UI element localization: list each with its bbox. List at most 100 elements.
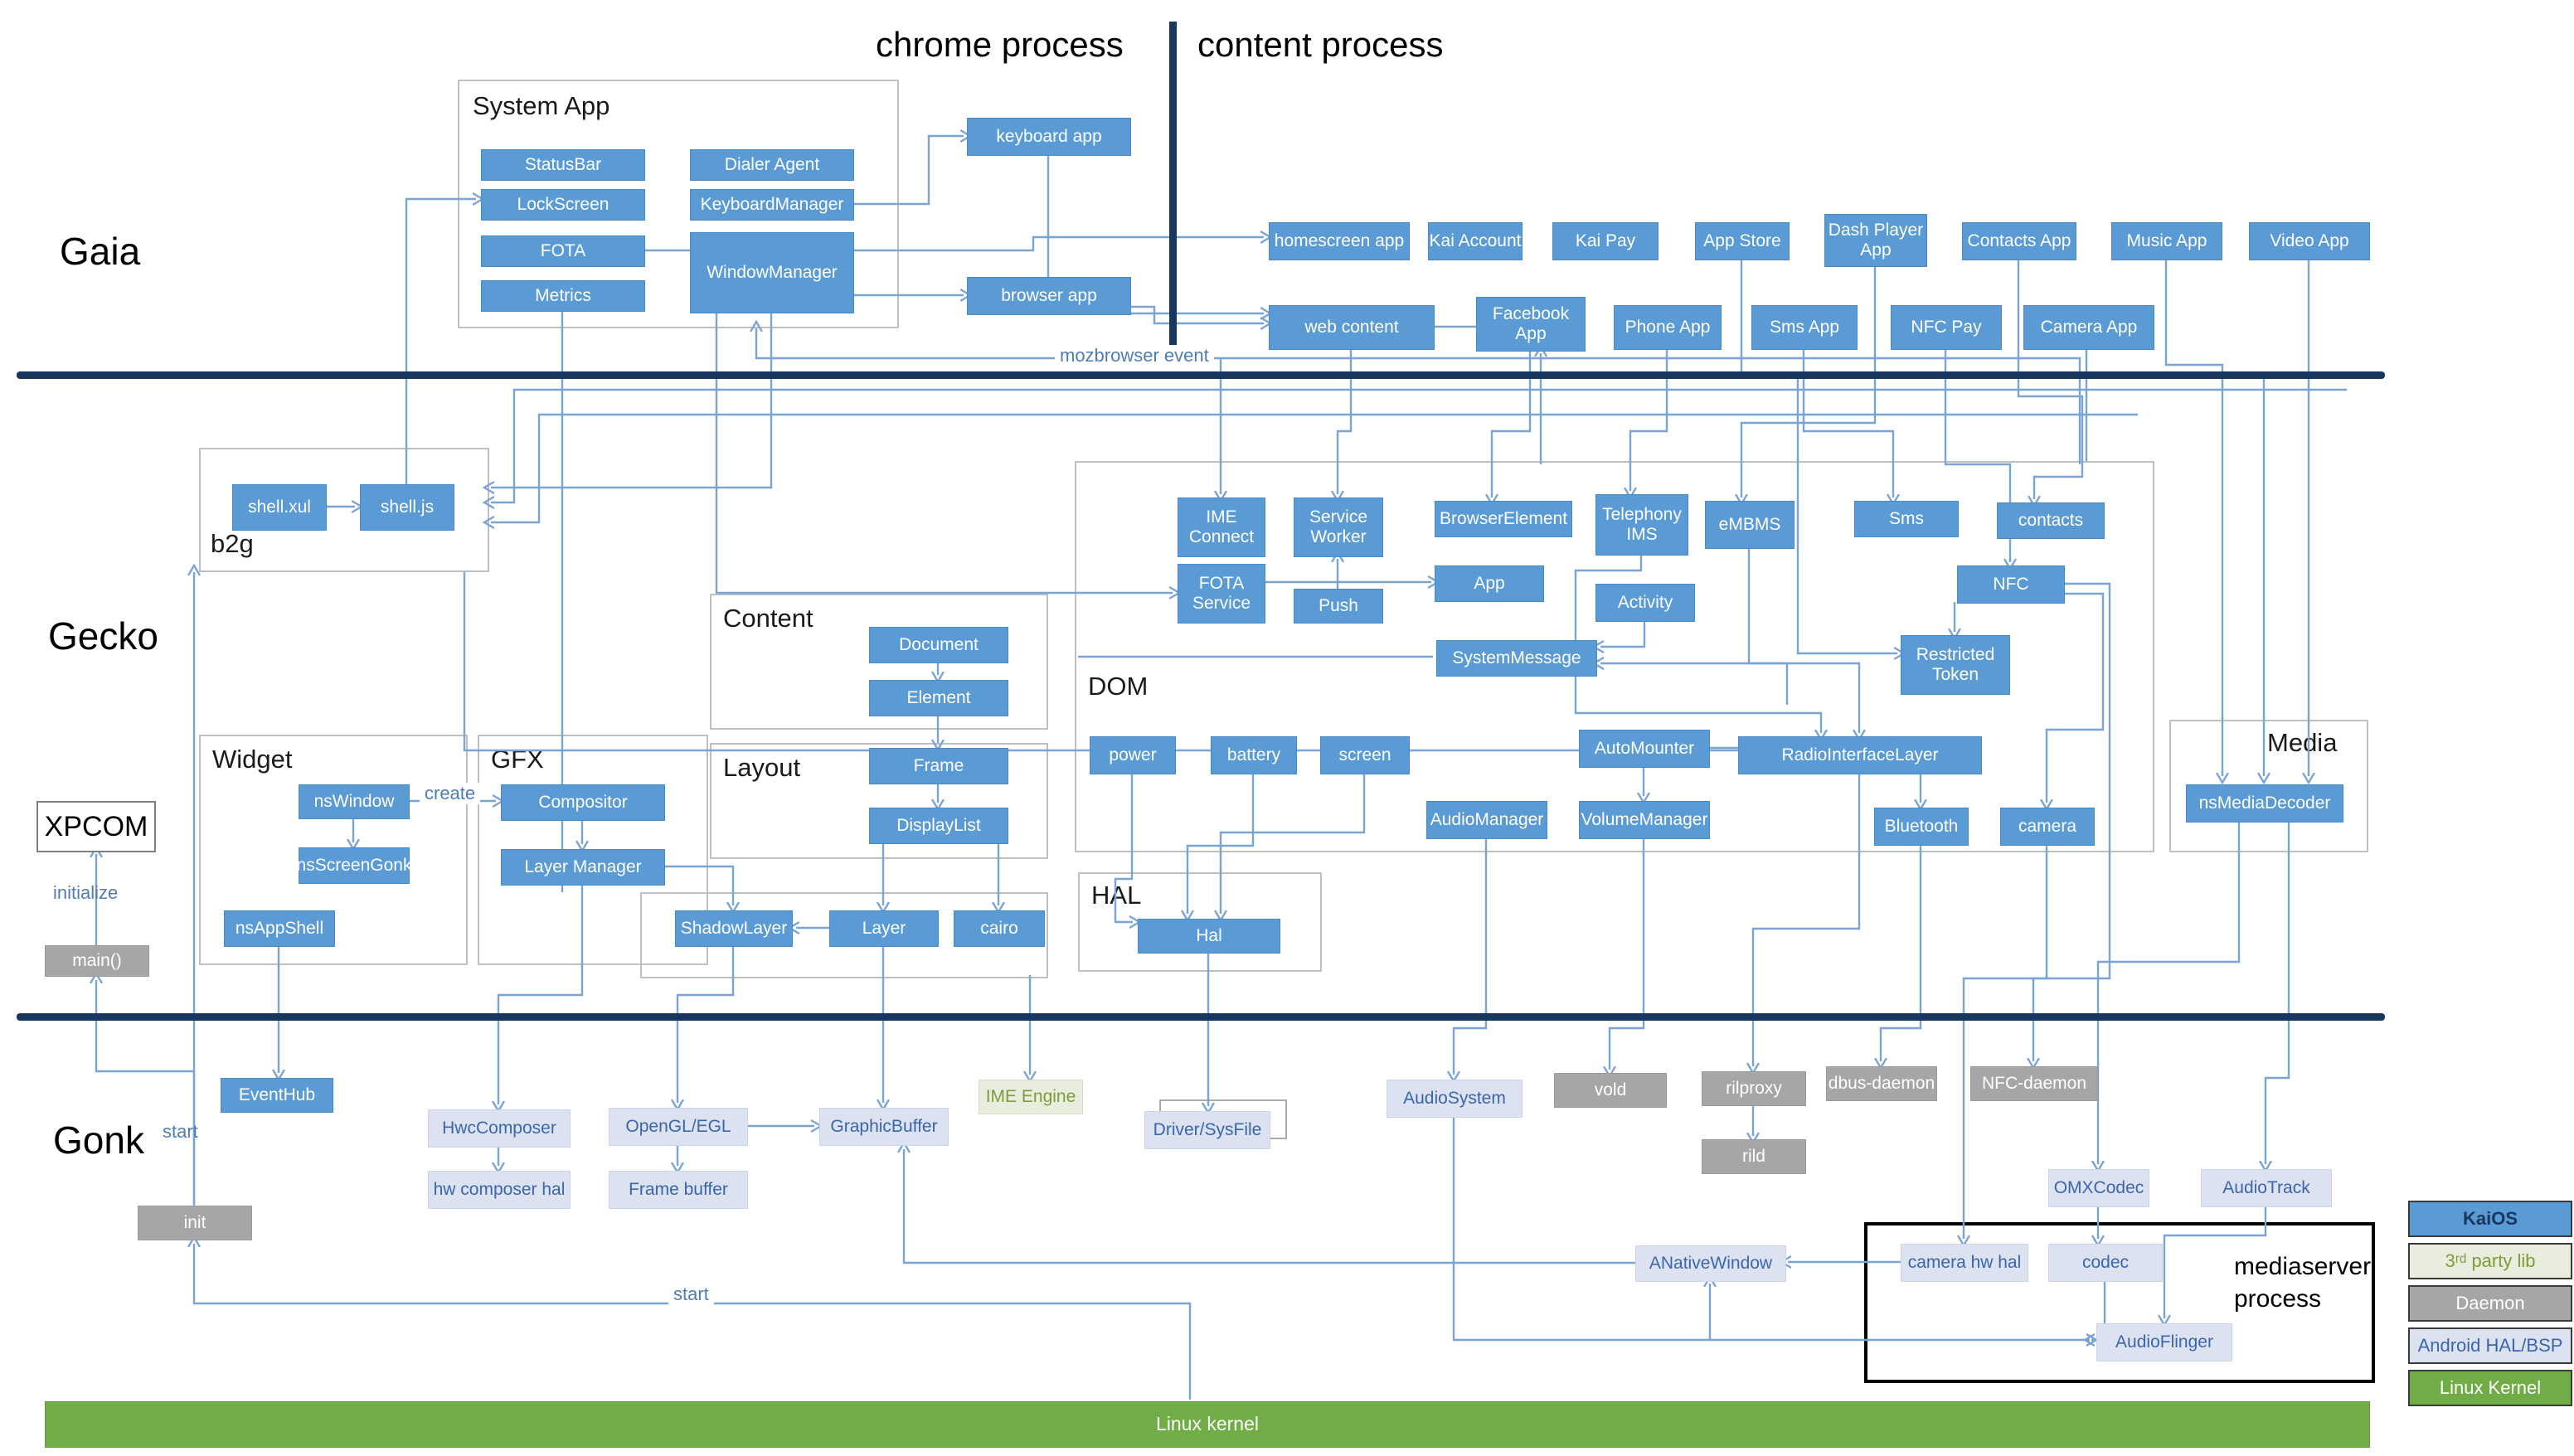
section-label-gonk: Gonk <box>53 1119 144 1162</box>
node-dash-player-app: Dash Player App <box>1824 214 1927 267</box>
node-layer-manager: Layer Manager <box>501 849 665 886</box>
divider-chrome-content <box>1169 22 1177 347</box>
node-kai-account: Kai Account <box>1428 222 1523 260</box>
node-camera-hw-hal: camera hw hal <box>1901 1244 2028 1282</box>
node-facebook-app: Facebook App <box>1476 297 1586 352</box>
node-shell-js: shell.js <box>360 484 454 531</box>
node-anativewindow: ANativeWindow <box>1635 1245 1786 1282</box>
node-power: power <box>1090 736 1176 774</box>
label-mediaserver-process: mediaserver process <box>2234 1253 2372 1313</box>
node-embms: eMBMS <box>1705 501 1795 549</box>
node-push: Push <box>1294 589 1383 624</box>
node-omxcodec: OMXCodec <box>2048 1169 2149 1207</box>
connector-59 <box>2164 259 2222 776</box>
node-app-store: App Store <box>1695 222 1790 260</box>
group-widget: Widget <box>199 735 468 965</box>
node-element: Element <box>869 680 1008 716</box>
node-audio-manager: AudioManager <box>1426 801 1547 839</box>
node-nfc: NFC <box>1957 565 2065 604</box>
node-audiotrack: AudioTrack <box>2201 1169 2332 1207</box>
label-create: create <box>420 783 481 804</box>
connector-5 <box>1129 305 1264 323</box>
node-statusbar: StatusBar <box>481 149 645 181</box>
node-browser-element: BrowserElement <box>1435 501 1572 537</box>
connector-35 <box>904 1149 1635 1264</box>
node-frame: Frame <box>869 748 1008 784</box>
node-ime-connect: IME Connect <box>1178 497 1265 557</box>
node-compositor: Compositor <box>501 784 665 821</box>
connector-43 <box>1610 837 1645 1070</box>
node-window-manager: WindowManager <box>690 232 854 313</box>
node-sms: Sms <box>1854 501 1959 537</box>
legend-item-thirdparty: 3ʳᵈ party lib <box>2408 1243 2572 1279</box>
process-label-content-process: content process <box>1197 25 1444 64</box>
group-label-content: Content <box>723 604 813 633</box>
label-start-top: start <box>163 1121 198 1142</box>
group-label-b2g: b2g <box>211 529 254 558</box>
node-activity: Activity <box>1595 584 1695 622</box>
node-homescreen-app: homescreen app <box>1269 222 1410 260</box>
node-shell-xul: shell.xul <box>232 484 327 531</box>
group-b2g: b2g <box>199 448 489 572</box>
node-nfc-daemon: NFC-daemon <box>1970 1066 2098 1101</box>
label-initialize: initialize <box>53 882 119 903</box>
node-xpcom: XPCOM <box>36 801 156 852</box>
group-label-dom: DOM <box>1088 672 1149 701</box>
node-system-message: SystemMessage <box>1436 640 1597 677</box>
node-nsappshell: nsAppShell <box>224 910 335 947</box>
node-web-content: web content <box>1269 305 1435 350</box>
node-camera-app: Camera App <box>2023 305 2154 350</box>
group-media: Media <box>2169 720 2368 852</box>
node-document: Document <box>869 627 1008 663</box>
node-video-app: Video App <box>2249 222 2370 260</box>
node-automounter: AutoMounter <box>1579 730 1710 768</box>
node-restricted-token: Restricted Token <box>1901 635 2010 695</box>
node-bluetooth: Bluetooth <box>1874 808 1969 846</box>
node-keyboard-manager: KeyboardManager <box>690 189 854 221</box>
node-service-worker: Service Worker <box>1294 497 1383 557</box>
node-shadowlayer: ShadowLayer <box>675 910 793 947</box>
legend-item-kernel: Linux Kernel <box>2408 1370 2572 1406</box>
node-hwccomposer: HwcComposer <box>428 1109 571 1148</box>
node-fota-service: FOTA Service <box>1178 564 1265 624</box>
node-radio-interface-layer: RadioInterfaceLayer <box>1738 736 1982 774</box>
node-graphicbuffer: GraphicBuffer <box>819 1108 949 1146</box>
node-main: main() <box>45 945 149 977</box>
node-ime-engine: IME Engine <box>979 1080 1083 1114</box>
node-init: init <box>138 1206 252 1240</box>
node-audiosystem: AudioSystem <box>1387 1080 1523 1118</box>
node-dbus-daemon: dbus-daemon <box>1826 1066 1937 1101</box>
node-contacts: contacts <box>1997 502 2105 539</box>
group-label-widget: Widget <box>212 745 293 774</box>
node-codec: codec <box>2048 1244 2163 1282</box>
node-kai-pay: Kai Pay <box>1552 222 1659 260</box>
node-display-list: DisplayList <box>869 808 1008 844</box>
group-layer-sub <box>640 892 1048 978</box>
connector-57 <box>2098 821 2241 1164</box>
connector-58 <box>2266 821 2290 1164</box>
node-vold: vold <box>1554 1073 1667 1108</box>
connector-10 <box>491 312 773 488</box>
node-cairo: cairo <box>954 910 1045 947</box>
process-label-chrome-process: chrome process <box>876 25 1124 64</box>
node-telephony-ims: Telephony IMS <box>1595 494 1688 556</box>
node-screen: screen <box>1320 736 1410 774</box>
legend-item-kaios: KaiOS <box>2408 1201 2572 1237</box>
node-audioflinger: AudioFlinger <box>2096 1323 2232 1361</box>
node-contacts-app: Contacts App <box>1962 222 2076 260</box>
divider-gaia-gecko <box>17 371 2385 379</box>
group-label-hal-group: HAL <box>1091 881 1142 910</box>
node-phone-app: Phone App <box>1614 305 1722 350</box>
section-label-gecko: Gecko <box>48 614 158 658</box>
section-label-gaia: Gaia <box>60 230 141 273</box>
legend-item-daemon: Daemon <box>2408 1285 2572 1322</box>
node-keyboard-app: keyboard app <box>967 118 1131 156</box>
label-start-bottom: start <box>668 1284 714 1305</box>
node-music-app: Music App <box>2111 222 2222 260</box>
connector-47 <box>1881 844 1922 1061</box>
node-nfc-pay: NFC Pay <box>1891 305 2002 350</box>
node-app: App <box>1435 565 1544 602</box>
connector-28 <box>194 1244 1192 1400</box>
node-rild: rild <box>1702 1139 1806 1174</box>
node-camera: camera <box>2000 808 2095 846</box>
